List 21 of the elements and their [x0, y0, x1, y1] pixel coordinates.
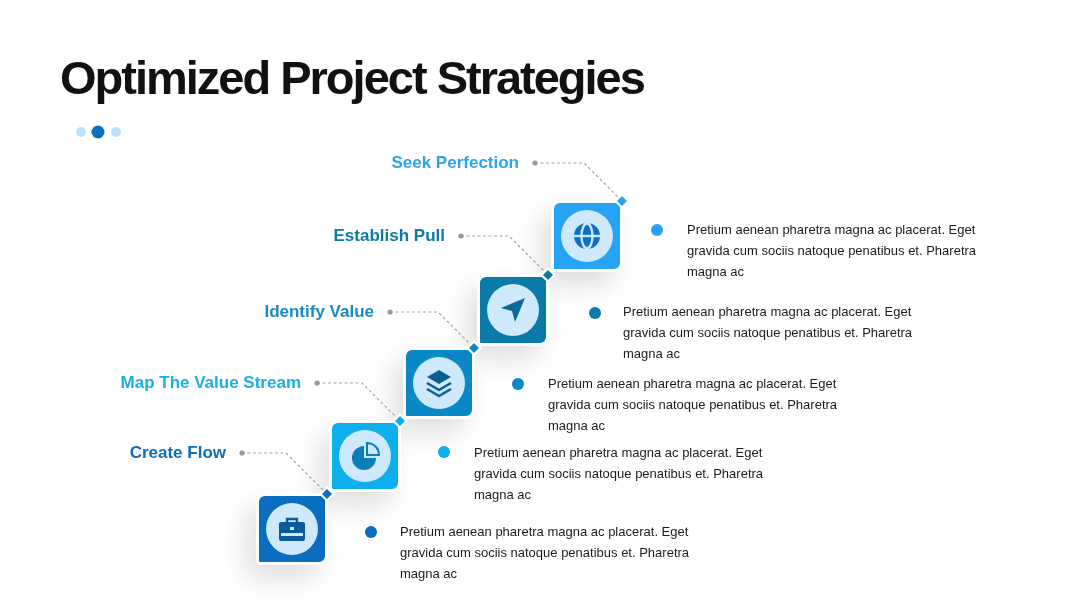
icon-tile: [256, 493, 328, 565]
step-label: Establish Pull: [333, 225, 445, 247]
leader-line: [532, 160, 630, 209]
description-text: Pretium aenean pharetra magna ac placerat. Eget gravida cum sociis natoque penatibus et. Pharetra magna ac: [474, 444, 765, 504]
icon-tile: [329, 420, 401, 492]
leader-line: [314, 380, 408, 429]
description-text: Pretium aenean pharetra magna ac placerat. Eget gravida cum sociis natoque penatibus et. Pharetra magna ac: [400, 523, 691, 583]
step-label: Create Flow: [129, 442, 226, 464]
step-label: Seek Perfection: [391, 152, 519, 174]
description-text: Pretium aenean pharetra magna ac placerat. Eget gravida cum sociis natoque penatibus et. Pharetra magna ac: [687, 221, 978, 281]
leader-line: [458, 233, 556, 283]
description-text: Pretium aenean pharetra magna ac placerat. Eget gravida cum sociis natoque penatibus et. Pharetra magna ac: [623, 303, 914, 363]
step-label: Identify Value: [264, 301, 374, 323]
icon-tile: [551, 200, 623, 272]
description-text: Pretium aenean pharetra magna ac placerat. Eget gravida cum sociis natoque penatibus et. Pharetra magna ac: [548, 375, 839, 435]
leader-line: [239, 450, 335, 502]
icon-tile: [403, 347, 475, 419]
title: Optimized Project Strategies: [60, 50, 644, 106]
leader-line: [387, 309, 482, 356]
icon-tile: [477, 274, 549, 346]
step-label: Map The Value Stream: [120, 372, 301, 394]
